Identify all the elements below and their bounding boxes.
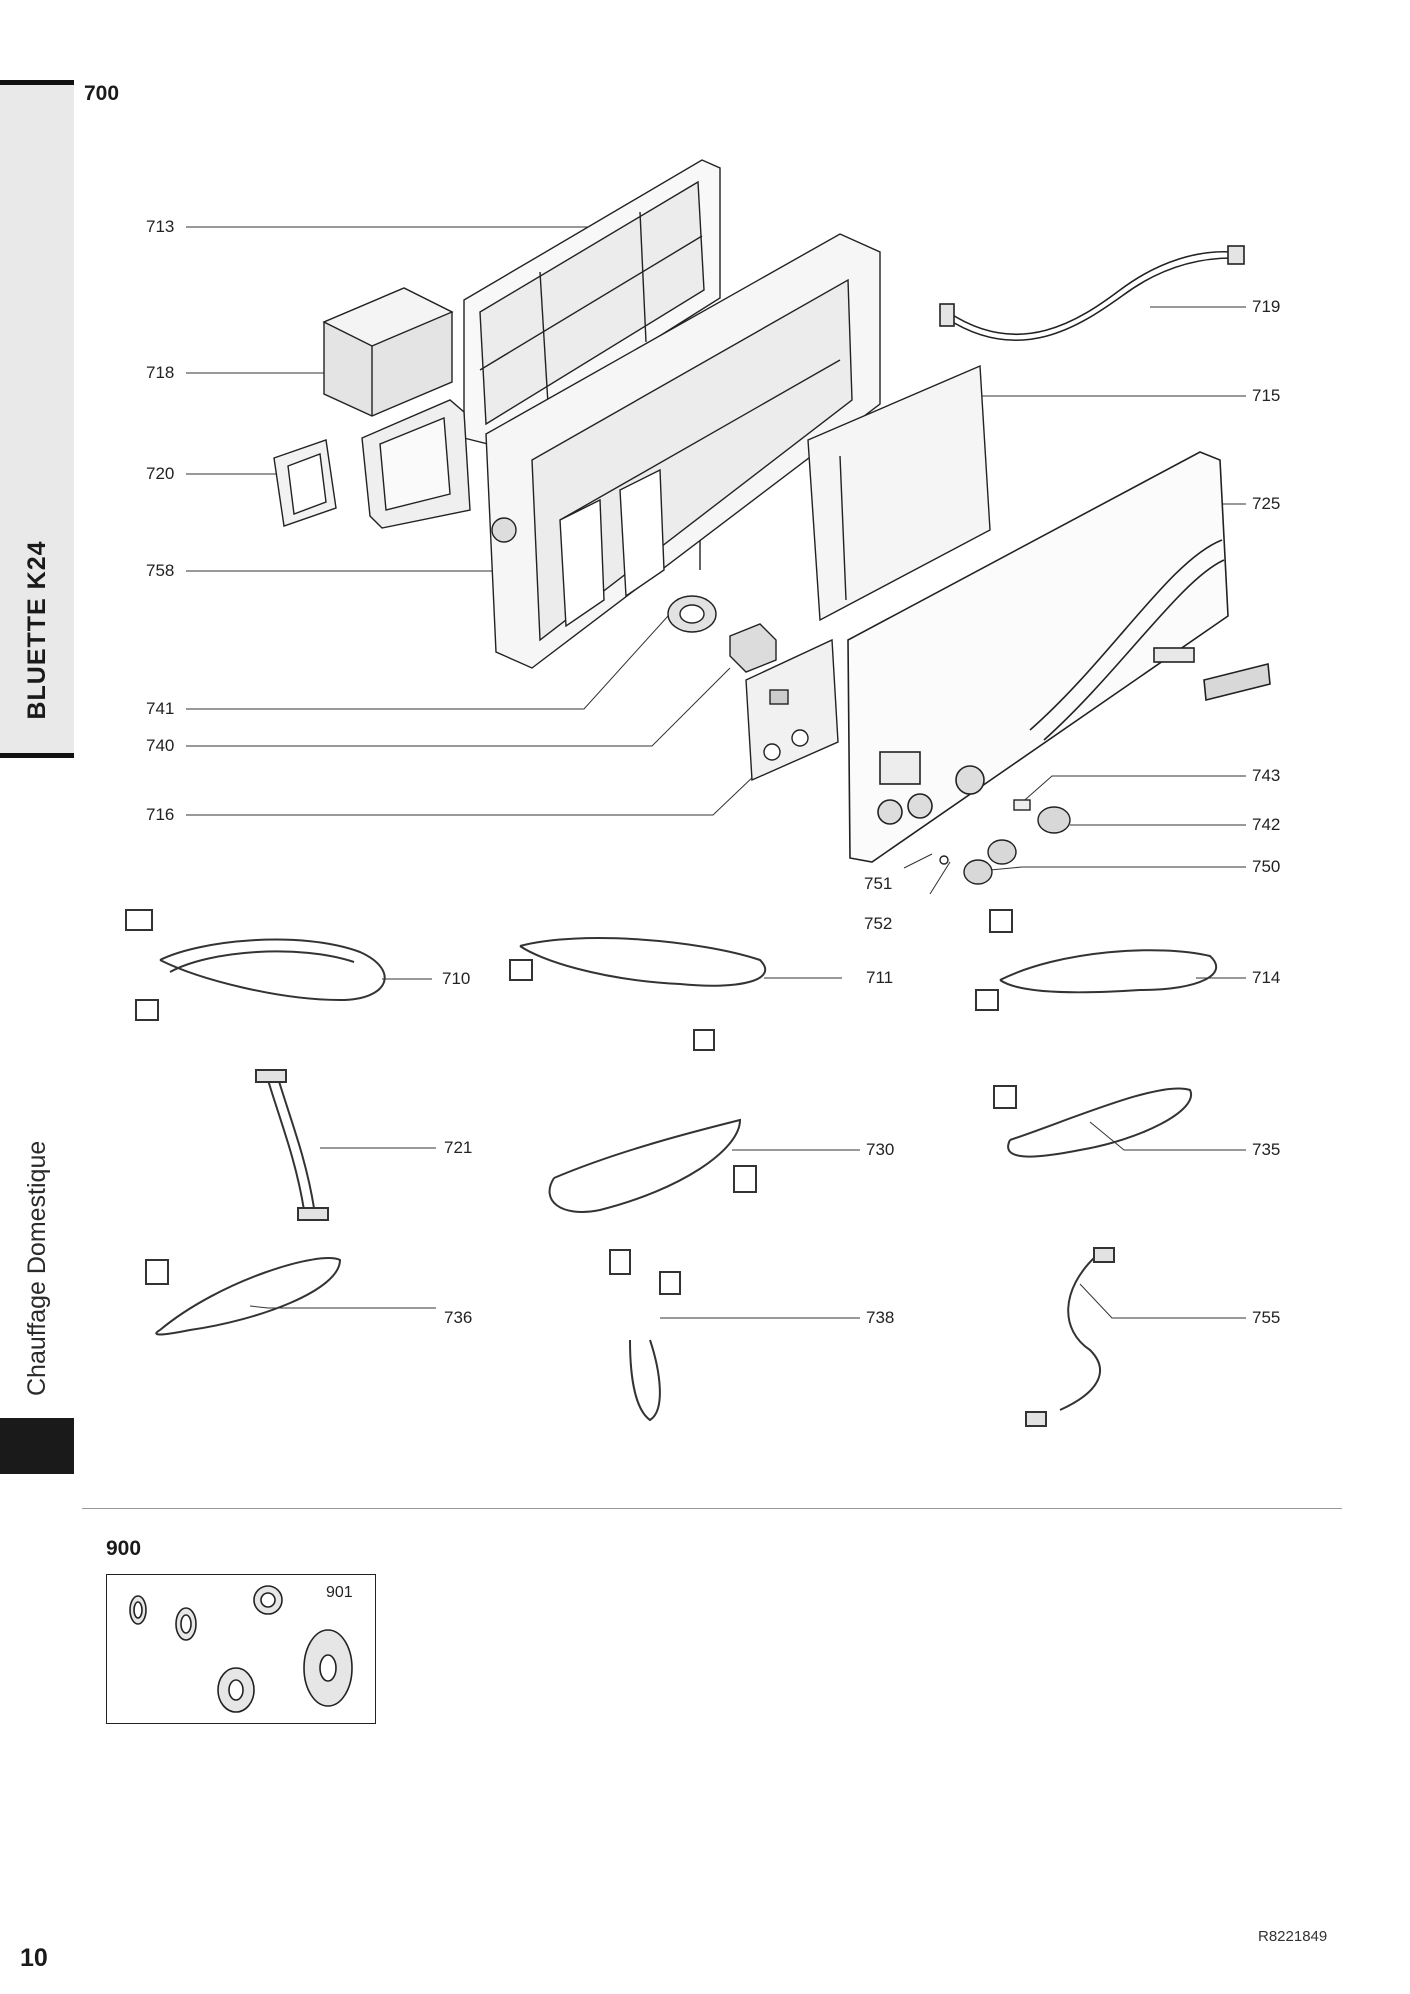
label-740: 740 — [146, 736, 175, 755]
harness-711 — [509, 937, 767, 1051]
label-741: 741 — [146, 699, 175, 718]
label-713: 713 — [146, 217, 175, 236]
label-711: 711 — [866, 968, 894, 987]
harness-721 — [255, 1069, 329, 1221]
sidebar-black-block — [0, 1418, 74, 1474]
label-730: 730 — [866, 1140, 895, 1159]
page-number: 10 — [20, 1944, 48, 1972]
harness-755 — [1025, 1247, 1115, 1427]
section-900-title: 900 — [106, 1537, 142, 1560]
label-715: 715 — [1252, 386, 1281, 405]
main-housing — [485, 233, 881, 669]
circuit-board — [745, 638, 839, 782]
label-735: 735 — [1252, 1140, 1281, 1159]
harness-730 — [548, 1118, 757, 1213]
harness-735 — [993, 1085, 1193, 1158]
section-divider — [82, 1508, 1342, 1509]
label-752: 752 — [864, 914, 893, 933]
rear-panel — [807, 364, 991, 622]
harness-714 — [975, 909, 1218, 1011]
flat-cable — [939, 245, 1245, 342]
small-frame-part — [273, 439, 337, 527]
kit-900-box — [106, 1574, 376, 1724]
kit-seal-items — [129, 1585, 353, 1713]
label-742: 742 — [1252, 815, 1281, 834]
wire-harness-sketches — [125, 909, 1218, 1427]
label-755: 755 — [1252, 1308, 1281, 1327]
sidebar-model-tab — [0, 80, 74, 758]
bracket-part — [361, 399, 471, 529]
label-710: 710 — [442, 969, 471, 988]
label-721: 721 — [444, 1138, 473, 1157]
harness-738 — [609, 1249, 681, 1422]
label-751: 751 — [864, 874, 893, 893]
knob-parts — [939, 799, 1071, 885]
label-743: 743 — [1252, 766, 1281, 785]
connector-block — [729, 623, 777, 673]
section-700-title: 700 — [84, 82, 120, 105]
label-714: 714 — [1252, 968, 1281, 987]
transformer-box — [322, 287, 454, 417]
label-719: 719 — [1252, 297, 1281, 316]
label-720: 720 — [146, 464, 175, 483]
reference-code: R8221849 — [1258, 1928, 1328, 1945]
label-738: 738 — [866, 1308, 895, 1327]
label-750: 750 — [1252, 857, 1281, 876]
label-725: 725 — [1252, 494, 1281, 513]
rear-frame-part — [463, 159, 721, 445]
label-718: 718 — [146, 363, 175, 382]
harness-710 — [125, 909, 386, 1021]
label-758: 758 — [146, 561, 175, 580]
label-736: 736 — [444, 1308, 473, 1327]
front-panel — [847, 451, 1271, 863]
leader-lines — [186, 226, 1246, 1319]
ring-part — [667, 595, 717, 633]
harness-736 — [145, 1257, 342, 1336]
label-716: 716 — [146, 805, 175, 824]
label-901: 901 — [326, 1584, 353, 1601]
